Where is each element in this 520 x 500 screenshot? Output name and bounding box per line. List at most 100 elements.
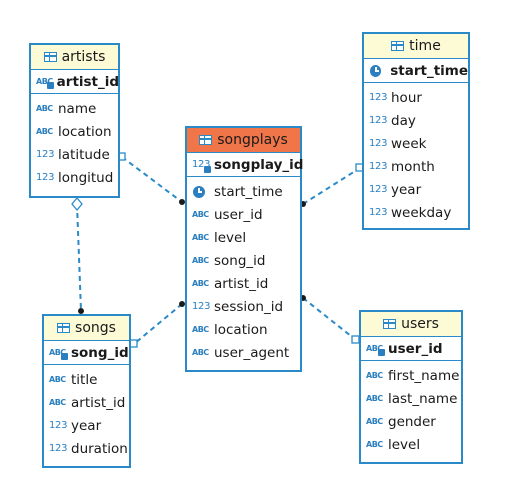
- column-name: level: [214, 229, 247, 246]
- table-icon: [43, 52, 57, 62]
- text-icon: ABC: [192, 325, 209, 334]
- link-end-square: [351, 335, 360, 344]
- text-icon: ABC: [192, 233, 209, 242]
- table-icon: [391, 41, 405, 51]
- table-header[interactable]: users: [361, 312, 461, 337]
- column-name: user_id: [388, 340, 443, 357]
- table-column[interactable]: start_time: [187, 180, 300, 203]
- table-header[interactable]: songplays: [187, 128, 300, 153]
- text-icon: ABC: [192, 279, 209, 288]
- column-name: longitud: [58, 169, 114, 186]
- link-songplays-time: [302, 167, 361, 205]
- table-column[interactable]: ABC first_name: [361, 364, 461, 387]
- column-name: song_id: [214, 252, 266, 269]
- link-end-diamond: [71, 196, 83, 212]
- link-end-dot: [179, 199, 185, 205]
- link-end-square: [129, 339, 138, 348]
- number-key-icon: 123: [192, 159, 211, 173]
- link-songplays-users: [302, 297, 357, 341]
- column-name: location: [58, 123, 112, 140]
- column-name: first_name: [388, 367, 460, 384]
- column-name: name: [58, 100, 97, 117]
- text-icon: ABC: [192, 348, 209, 357]
- clock-key-icon: [370, 64, 382, 77]
- column-name: weekday: [391, 204, 452, 221]
- column-name: start_time: [214, 183, 283, 200]
- table-header[interactable]: artists: [31, 45, 118, 70]
- table-title: users: [401, 316, 439, 332]
- table-column[interactable]: ABC title: [44, 368, 129, 391]
- text-key-icon: ABC: [36, 77, 54, 89]
- text-key-icon: ABC: [366, 344, 385, 356]
- text-icon: ABC: [192, 256, 209, 265]
- number-icon: 123: [49, 420, 68, 431]
- pk-section: start_time: [364, 59, 468, 83]
- column-name: artist_id: [71, 394, 126, 411]
- column-name: location: [214, 321, 268, 338]
- table-header[interactable]: time: [364, 34, 468, 59]
- table-title: time: [409, 38, 441, 54]
- column-name: latitude: [58, 146, 110, 163]
- column-name: user_id: [214, 206, 263, 223]
- number-icon: 123: [369, 92, 388, 103]
- column-name: title: [71, 371, 98, 388]
- table-header[interactable]: songs: [44, 316, 129, 341]
- number-icon: 123: [369, 115, 388, 126]
- primary-key-column[interactable]: start_time: [364, 59, 468, 82]
- table-column[interactable]: ABC location: [187, 318, 300, 341]
- column-name: duration: [71, 440, 128, 457]
- column-name: day: [391, 112, 416, 129]
- column-name: song_id: [71, 344, 129, 361]
- column-name: week: [391, 135, 427, 152]
- table-column[interactable]: ABC level: [187, 226, 300, 249]
- column-name: songplay_id: [214, 156, 304, 173]
- number-icon: 123: [369, 207, 388, 218]
- text-icon: ABC: [366, 371, 383, 380]
- number-icon: 123: [192, 301, 211, 312]
- clock-icon: [193, 185, 205, 198]
- number-icon: 123: [369, 161, 388, 172]
- link-songplays-artists: [121, 156, 183, 203]
- table-icon: [57, 323, 71, 333]
- table-column[interactable]: ABC song_id: [187, 249, 300, 272]
- link-end-dot: [179, 301, 185, 307]
- column-name: user_agent: [214, 344, 290, 361]
- table-title: songs: [75, 320, 116, 336]
- table-column[interactable]: ABC user_agent: [187, 341, 300, 364]
- text-icon: ABC: [49, 375, 66, 384]
